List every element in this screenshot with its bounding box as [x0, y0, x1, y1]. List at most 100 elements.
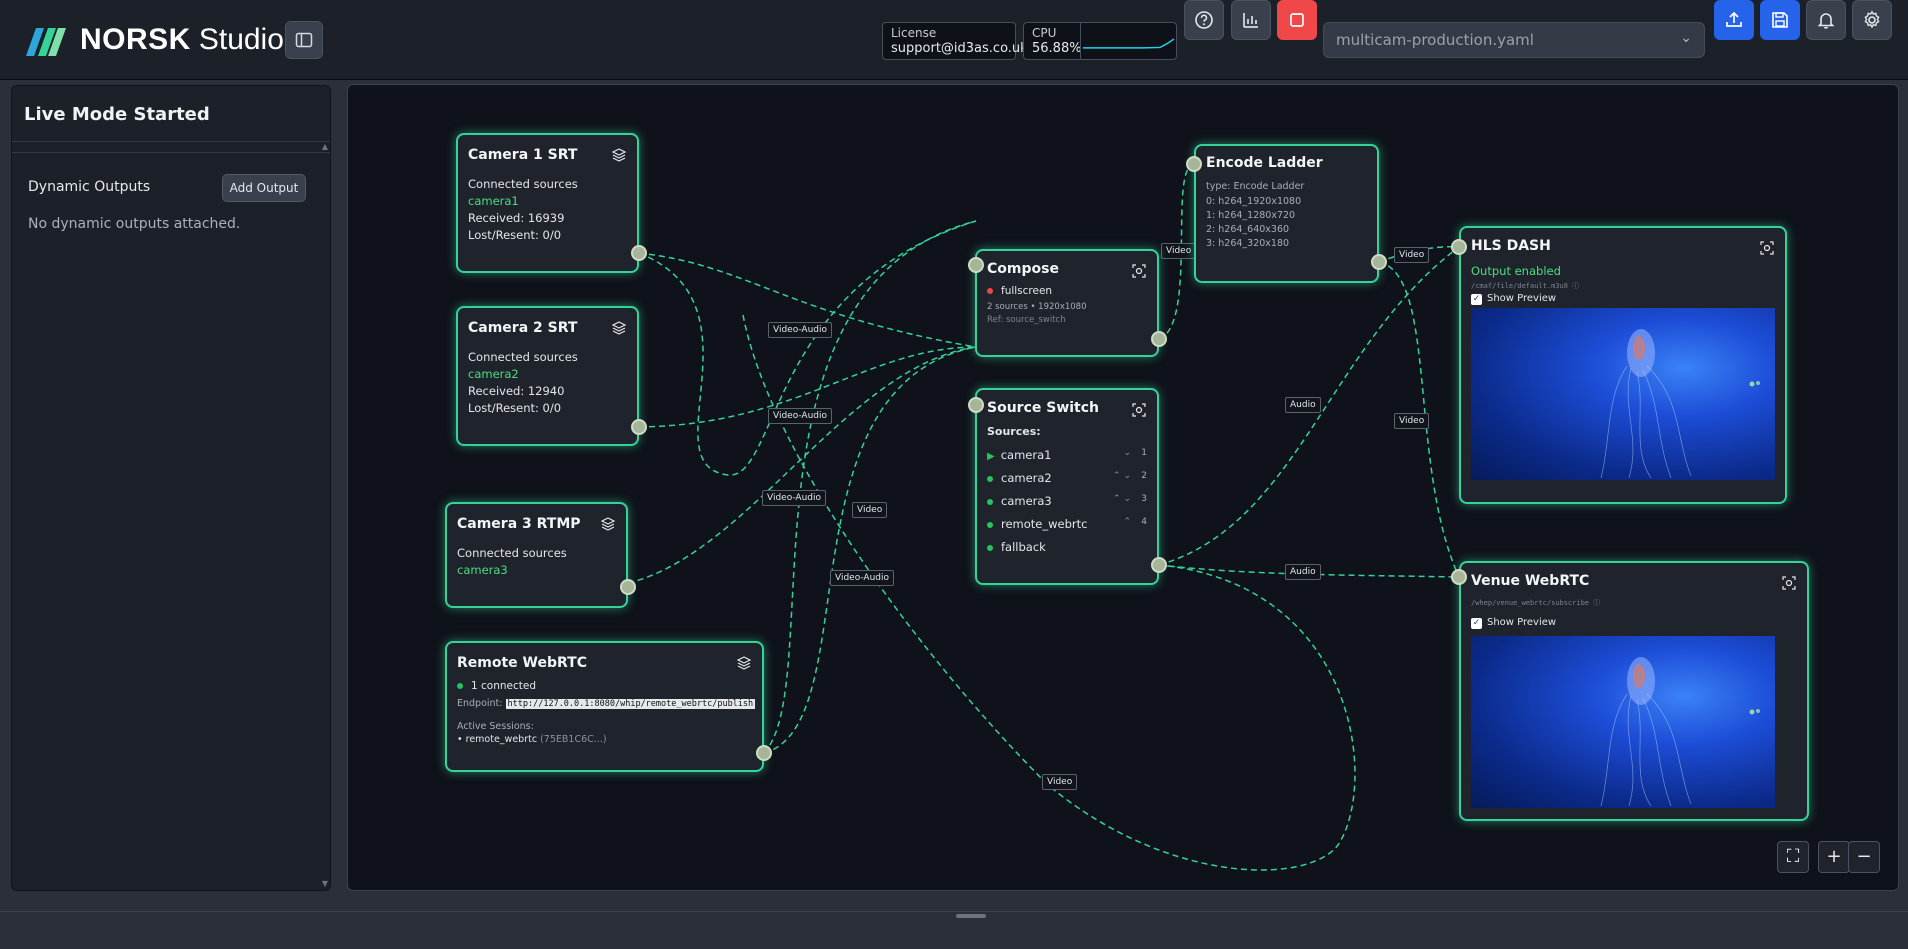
node-camera1-srt[interactable]: Camera 1 SRT Connected sources camera1 R… [456, 133, 639, 273]
source-name: camera2 [468, 367, 519, 381]
fit-view-button[interactable]: ⛶ [1777, 841, 1809, 873]
edge-webrtc-compose [763, 220, 977, 754]
source-row-camera3[interactable]: camera3 ⌃ ⌄ 3 [987, 494, 1147, 508]
output-port[interactable] [1151, 331, 1167, 347]
zoom-out-button[interactable]: − [1848, 841, 1880, 873]
input-port[interactable] [1451, 239, 1467, 255]
stop-button[interactable] [1277, 0, 1317, 40]
node-title: Camera 3 RTMP [457, 516, 581, 532]
source-row-remote-webrtc[interactable]: remote_webrtc ⌃ 4 [987, 517, 1147, 531]
edge-label: Video-Audio [830, 570, 895, 586]
output-port[interactable] [631, 245, 647, 261]
stats-button[interactable] [1231, 0, 1271, 40]
output-port[interactable] [631, 419, 647, 435]
focus-icon[interactable] [1131, 263, 1147, 279]
logo-brand: NORSK [80, 23, 191, 56]
output-port[interactable] [620, 579, 636, 595]
layers-icon[interactable] [600, 516, 616, 532]
edge-camera1-switch [638, 252, 977, 348]
source-row-camera1[interactable]: ▶camera1 ⌄ 1 [987, 448, 1147, 462]
source-number: 3 [1141, 494, 1147, 504]
output-path: /whep/venue_webrtc/subscribe ⓘ [1471, 599, 1601, 607]
ladder-rung: 1: h264_1280x720 [1206, 210, 1296, 221]
node-encode-ladder[interactable]: Encode Ladder type: Encode Ladder 0: h26… [1194, 144, 1379, 283]
node-venue-webrtc[interactable]: Venue WebRTC /whep/venue_webrtc/subscrib… [1459, 561, 1809, 821]
license-label: License [891, 26, 937, 40]
focus-icon[interactable] [1781, 575, 1797, 591]
no-outputs-text: No dynamic outputs attached. [28, 216, 241, 232]
node-title: Venue WebRTC [1471, 573, 1590, 589]
file-select[interactable]: multicam-production.yaml ⌄ [1323, 22, 1705, 58]
layers-icon[interactable] [611, 147, 627, 163]
active-sessions-label: Active Sessions: [457, 721, 534, 732]
show-preview-checkbox[interactable]: ✓ [1471, 618, 1482, 629]
chevron-down-icon: ⌄ [1680, 30, 1692, 46]
input-port[interactable] [1451, 569, 1467, 585]
scroll-up-icon[interactable]: ▲ [321, 142, 328, 151]
upload-button[interactable] [1714, 0, 1754, 40]
endpoint-url[interactable]: http://127.0.0.1:8080/whip/remote_webrtc… [505, 699, 756, 709]
output-port[interactable] [1371, 254, 1387, 270]
chevron-up-icon[interactable]: ⌃ [1123, 517, 1131, 527]
source-number: 2 [1141, 471, 1147, 481]
jellyfish-image [1600, 329, 1760, 479]
layers-icon[interactable] [736, 655, 752, 671]
save-icon [1772, 12, 1788, 28]
node-compose[interactable]: Compose fullscreen 2 sources • 1920x1080… [975, 249, 1159, 357]
show-preview-checkbox[interactable]: ✓ [1471, 294, 1482, 305]
help-button[interactable] [1184, 0, 1224, 40]
edge-label: Video [1394, 413, 1430, 429]
node-title: Source Switch [987, 400, 1100, 416]
source-row-camera2[interactable]: camera2 ⌃ ⌄ 2 [987, 471, 1147, 485]
edge-ladder-hls [1378, 245, 1460, 263]
divider [12, 152, 330, 153]
layers-icon[interactable] [611, 320, 627, 336]
input-port[interactable] [968, 257, 984, 273]
show-preview-label: Show Preview [1487, 293, 1557, 304]
bar-chart-icon [1243, 13, 1258, 28]
output-port[interactable] [756, 745, 772, 761]
video-preview[interactable] [1471, 308, 1775, 480]
node-camera2-srt[interactable]: Camera 2 SRT Connected sources camera2 R… [456, 306, 639, 446]
settings-button[interactable] [1852, 0, 1892, 40]
node-title: Camera 2 SRT [468, 320, 578, 336]
status-dot [987, 498, 993, 505]
compose-mode-value: fullscreen [1001, 285, 1053, 297]
save-button[interactable] [1760, 0, 1800, 40]
edge-label: Video [1394, 247, 1430, 263]
gear-icon [1864, 10, 1880, 29]
upload-icon [1726, 11, 1742, 27]
node-title: Remote WebRTC [457, 655, 587, 671]
focus-icon[interactable] [1131, 402, 1147, 418]
cpu-sparkline [1080, 23, 1175, 59]
reorder-arrows-icon[interactable]: ⌃ ⌄ [1113, 494, 1131, 504]
lost-resent-count: Lost/Resent: 0/0 [468, 401, 562, 415]
edge-label: Video-Audio [768, 408, 833, 424]
focus-icon[interactable] [1759, 240, 1775, 256]
input-port[interactable] [968, 397, 984, 413]
node-source-switch[interactable]: Source Switch Sources: ▶camera1 ⌄ 1 came… [975, 388, 1159, 585]
source-name: camera1 [1000, 448, 1052, 462]
output-port[interactable] [1151, 557, 1167, 573]
compose-meta: 2 sources • 1920x1080 [987, 302, 1087, 312]
flow-canvas[interactable]: Video-Audio Video-Audio Video-Audio Vide… [347, 84, 1899, 891]
norsk-logo-icon [26, 28, 66, 56]
zoom-in-button[interactable]: + [1818, 841, 1850, 873]
reorder-arrows-icon[interactable]: ⌃ ⌄ [1113, 471, 1131, 481]
edge-ladder-venue [1378, 261, 1460, 578]
chevron-down-icon[interactable]: ⌄ [1123, 448, 1131, 458]
cpu-label: CPU [1032, 26, 1057, 40]
video-preview[interactable] [1471, 636, 1775, 808]
toggle-sidebar-button[interactable] [285, 21, 323, 59]
notifications-button[interactable] [1806, 0, 1846, 40]
input-port[interactable] [1186, 156, 1202, 172]
node-remote-webrtc[interactable]: Remote WebRTC 1 connected Endpoint: http… [445, 641, 764, 772]
add-output-button[interactable]: Add Output [222, 174, 306, 202]
node-camera3-rtmp[interactable]: Camera 3 RTMP Connected sources camera3 [445, 502, 628, 608]
source-row-fallback[interactable]: fallback [987, 540, 1147, 554]
node-hls-dash[interactable]: HLS DASH Output enabled /cmaf/file/defau… [1459, 226, 1787, 504]
drawer-resize-handle[interactable] [956, 914, 986, 918]
output-status: Output enabled [1471, 264, 1561, 278]
logo-product: Studio [198, 23, 284, 56]
scroll-down-icon[interactable]: ▼ [321, 879, 328, 888]
